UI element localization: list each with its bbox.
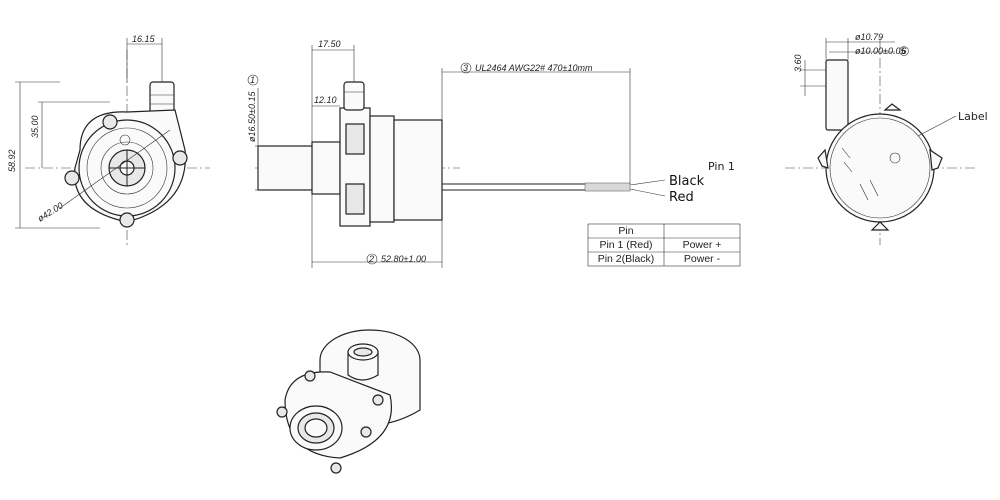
table-row-2-pin: Pin 2(Black) bbox=[598, 253, 655, 265]
side-callout-2: 2 bbox=[368, 254, 374, 264]
pin1-label: Pin 1 bbox=[708, 160, 735, 173]
red-wire-label: Red bbox=[669, 190, 694, 205]
rear-dim-inner-dia: ø10.00±0.05 bbox=[855, 46, 906, 56]
side-dim-inlet-dia: ø16.50±0.15 bbox=[247, 91, 257, 142]
table-header-pin: Pin bbox=[618, 225, 633, 237]
rear-view: Label ø10.79 ø10.00±0.05 6 3.60 bbox=[785, 32, 988, 245]
front-dim-width: 16.15 bbox=[132, 34, 156, 44]
side-dim-outlet-offset: 12.10 bbox=[314, 95, 337, 105]
table-row-1-pin: Pin 1 (Red) bbox=[599, 239, 652, 251]
table-row-2-function: Power - bbox=[684, 253, 721, 265]
front-dim-height-inner: 35.00 bbox=[30, 115, 40, 138]
front-view: 16.15 58.92 35.00 ø42.00 bbox=[7, 34, 210, 245]
black-wire-label: Black bbox=[669, 174, 705, 189]
rear-dim-offset: 3.60 bbox=[793, 54, 803, 72]
table-row-1-function: Power + bbox=[683, 239, 722, 251]
front-dim-height-outer: 58.92 bbox=[7, 149, 17, 172]
isometric-view bbox=[276, 329, 421, 474]
side-dim-cable: UL2464 AWG22# 470±10mm bbox=[475, 63, 593, 73]
side-dim-top: 17.50 bbox=[318, 39, 341, 49]
rear-label-text: Label bbox=[958, 110, 988, 123]
pin-table: Pin Pin 1 (Red) Power + Pin 2(Black) Pow… bbox=[587, 223, 741, 267]
front-dim-diameter: ø42.00 bbox=[36, 200, 65, 223]
cable-stripped-end bbox=[584, 182, 631, 192]
side-view: 3 UL2464 AWG22# 470±10mm 17.50 12.10 1 ø… bbox=[247, 39, 631, 268]
rear-dim-outer-dia: ø10.79 bbox=[855, 32, 883, 42]
side-dim-length: 52.80±1.00 bbox=[381, 254, 426, 264]
side-callout-1: 1 bbox=[250, 75, 255, 85]
side-callout-3: 3 bbox=[463, 63, 468, 73]
rear-dim-callout: 6 bbox=[902, 46, 907, 56]
wire-labels: Pin 1 Black Red bbox=[629, 160, 735, 205]
